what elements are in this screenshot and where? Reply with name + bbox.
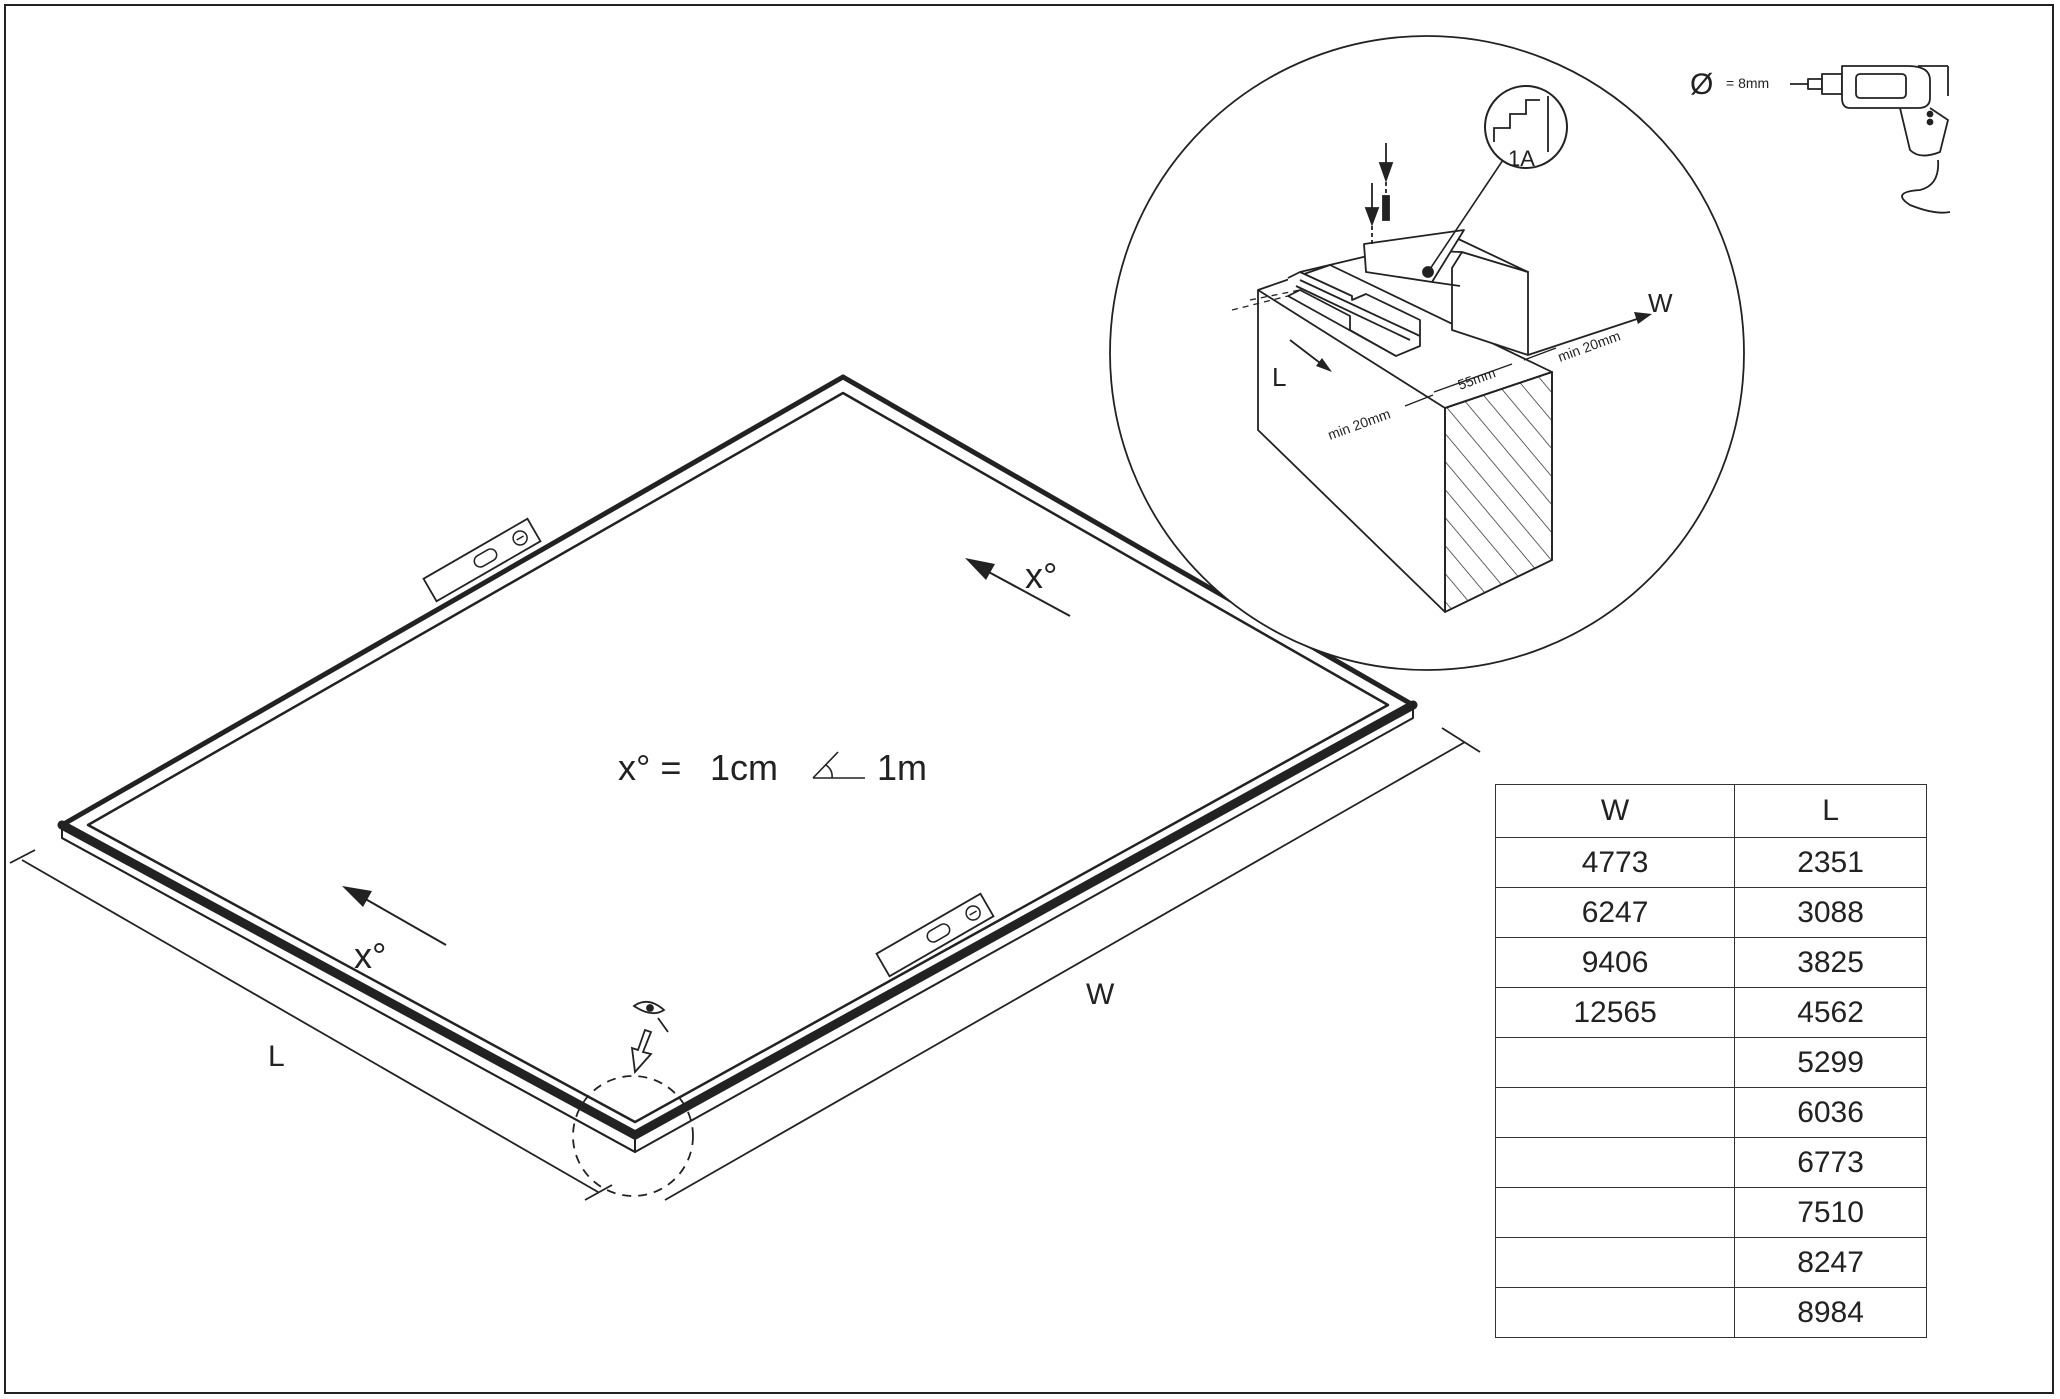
rear-block xyxy=(1451,251,1529,356)
table-cell-l: 5299 xyxy=(1734,1037,1927,1088)
dimension-label-l: L xyxy=(268,1040,285,1073)
table-cell-w xyxy=(1494,1137,1736,1188)
table-row: 5299 xyxy=(1494,1037,1927,1088)
dim-line-w xyxy=(664,741,1466,1201)
diameter-symbol: Ø xyxy=(1690,68,1713,101)
slope-arrow-top xyxy=(965,558,1071,617)
table-cell-w: 9406 xyxy=(1494,937,1736,988)
slope-rule-run: 1m xyxy=(877,747,927,788)
table-cell-w xyxy=(1494,1087,1736,1138)
angle-symbol-icon xyxy=(812,751,865,779)
table-cell-l: 4562 xyxy=(1734,987,1927,1038)
detail-label-l: L xyxy=(1272,362,1286,392)
table-cell-w xyxy=(1494,1187,1736,1238)
table-cell-l: 7510 xyxy=(1734,1187,1927,1238)
detail-dim-marks xyxy=(1404,347,1557,407)
drill-icon xyxy=(1790,65,1951,214)
table-row: 6036 xyxy=(1494,1087,1927,1138)
table-row: 8247 xyxy=(1494,1237,1927,1288)
table-cell-l: 6036 xyxy=(1734,1087,1927,1138)
table-cell-w: 12565 xyxy=(1494,987,1736,1038)
screw-arrows xyxy=(1364,143,1434,278)
table-cell-w xyxy=(1494,1287,1736,1338)
callout-1a-bubble: 1A xyxy=(1427,85,1568,273)
drill-tool: Ø = 8mm xyxy=(1690,65,1951,214)
spirit-level-lower xyxy=(875,892,995,978)
table-cell-l: 2351 xyxy=(1734,837,1927,888)
corner-detail-circle xyxy=(572,1075,694,1197)
table-cell-l: 6773 xyxy=(1734,1137,1927,1188)
detail-l-arrow: L xyxy=(1272,339,1332,392)
table-cell-l: 8247 xyxy=(1734,1237,1927,1288)
drawing-frame xyxy=(4,4,2054,1394)
slope-rule-lhs: x° = xyxy=(618,747,681,788)
frame-rail-near-right xyxy=(630,700,1418,1140)
table-header-l: L xyxy=(1734,784,1927,838)
table-cell-l: 8984 xyxy=(1734,1287,1927,1338)
stair-icon xyxy=(1493,99,1540,142)
dim-line-l xyxy=(21,859,599,1193)
corner-detail-marker xyxy=(572,1000,694,1197)
view-eye-icon xyxy=(632,1000,669,1033)
view-direction-arrow xyxy=(630,1028,653,1075)
dimension-label-w: W xyxy=(1086,978,1115,1011)
slope-rule: x° = 1cm 1m xyxy=(618,747,927,788)
frame-base-right xyxy=(634,704,1414,1153)
screw-icon xyxy=(1382,195,1390,221)
callout-1a-label: 1A xyxy=(1508,146,1535,171)
table-header-w: W xyxy=(1494,784,1736,838)
frame-inner-edge xyxy=(86,391,1390,1124)
dimension-lines xyxy=(9,727,1481,1201)
table-cell-l: 3825 xyxy=(1734,937,1927,988)
slope-label-top: x° xyxy=(1025,555,1057,596)
detail-label-w: W xyxy=(1648,288,1673,318)
slope-arrow-bottom xyxy=(342,886,447,946)
table-cell-l: 3088 xyxy=(1734,887,1927,938)
table-row: 6773 xyxy=(1494,1137,1927,1188)
table-cell-w xyxy=(1494,1037,1736,1088)
ground-block-front xyxy=(1257,290,1446,613)
table-cell-w: 6247 xyxy=(1494,887,1736,938)
perimeter-frame xyxy=(57,374,1418,1153)
spirit-level-upper xyxy=(422,517,542,603)
detail-w-arrow: W xyxy=(1527,288,1673,356)
drill-size-label: = 8mm xyxy=(1726,75,1769,91)
frame-rail-far-left xyxy=(59,374,846,828)
table-cell-w: 4773 xyxy=(1494,837,1736,888)
frame-rail-near-left xyxy=(57,820,640,1140)
slope-label-bottom: x° xyxy=(354,935,386,976)
table-header-row: W L xyxy=(1494,784,1927,838)
table-row: 8984 xyxy=(1494,1287,1927,1338)
detail-callout: 1A W L 55mm min 20mm min 20mm xyxy=(1109,35,1745,671)
table-row: 7510 xyxy=(1494,1187,1927,1238)
slope-rule-rise: 1cm xyxy=(710,747,778,788)
table-cell-w xyxy=(1494,1237,1736,1288)
